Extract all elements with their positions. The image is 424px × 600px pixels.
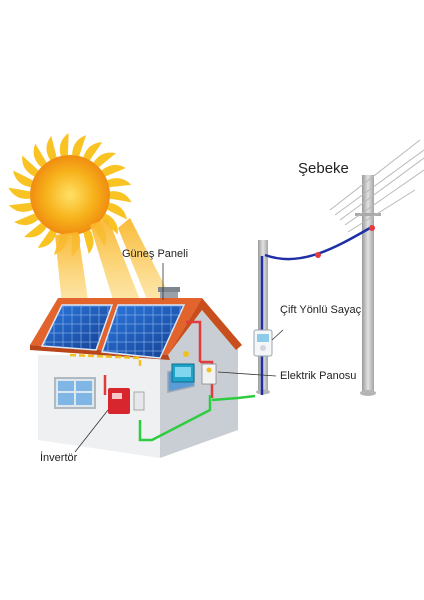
label-grid: Şebeke (298, 160, 349, 177)
dc-wiring (69, 320, 214, 398)
sun-ray (59, 133, 69, 157)
sun-ray (93, 152, 116, 168)
utility-pole-icon (256, 139, 424, 396)
sun-ray (37, 229, 57, 248)
sun-ray (109, 191, 132, 203)
label-bidirectional-meter: Çift Yönlü Sayaç (280, 304, 362, 316)
sun-ray (107, 178, 132, 188)
breaker-panel-icon (171, 351, 217, 385)
label-inverter: İnvertör (40, 452, 78, 464)
sun-ray (14, 213, 39, 226)
label-solar-panel: Güneş Paneli (122, 248, 189, 260)
sun-ray (13, 170, 33, 188)
sun-ray (72, 135, 87, 157)
sun-ray (24, 222, 47, 238)
sun-ray (83, 229, 94, 255)
sun-icon (8, 133, 132, 257)
sun-ray (8, 202, 33, 212)
sun-ray (101, 164, 126, 177)
sun-ray (22, 155, 39, 177)
leader-lines (74, 263, 284, 453)
sun-ray (107, 202, 127, 220)
inverter-icon (108, 388, 145, 414)
meter-icon (253, 329, 273, 357)
label-electric-panel: Elektrik Panosu (280, 370, 357, 382)
ground-wire (138, 395, 212, 442)
sun-ray (46, 135, 57, 161)
solar-panel-icon (40, 304, 186, 359)
sun-ray (83, 142, 103, 161)
sun-ray (8, 187, 31, 199)
sun-beams (55, 218, 170, 306)
sun-ray (33, 143, 47, 168)
